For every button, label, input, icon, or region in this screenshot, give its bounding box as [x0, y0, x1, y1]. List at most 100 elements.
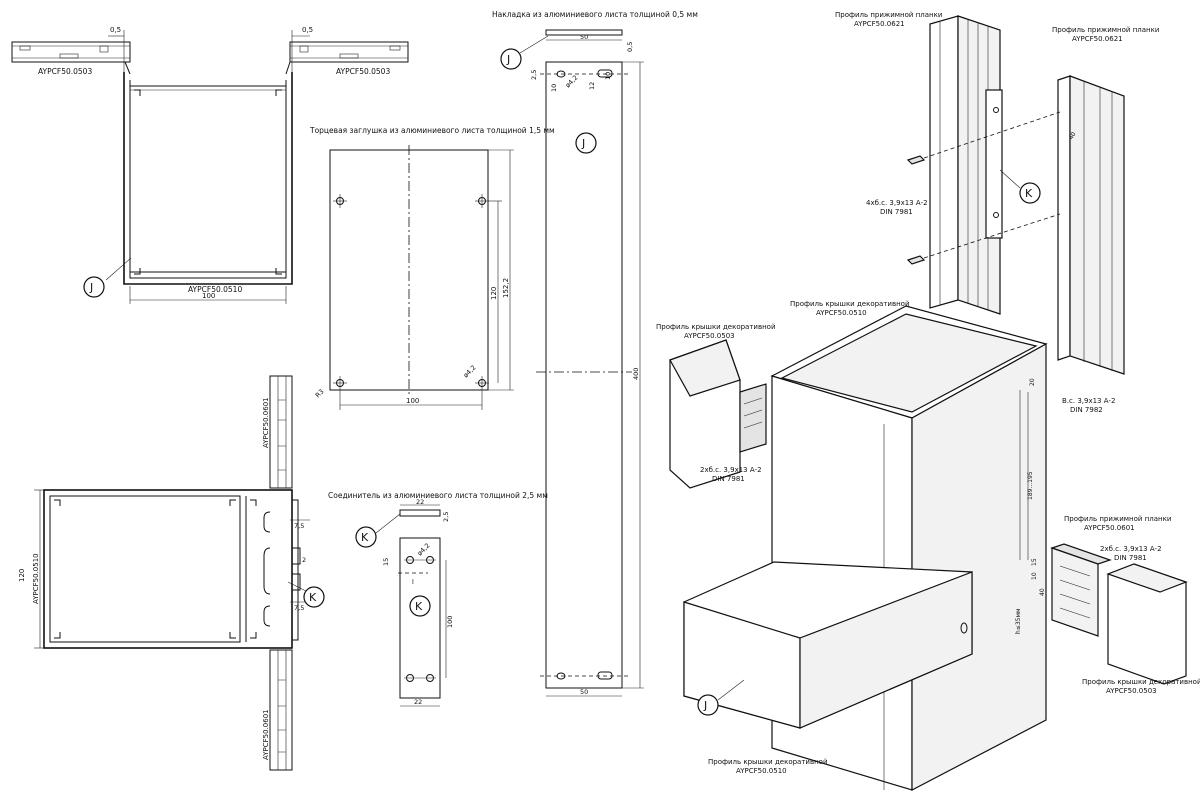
- profile-0621-right: [1057, 75, 1125, 375]
- dim-section-100: 100: [202, 292, 215, 300]
- profile-0601-bottom: [269, 649, 293, 771]
- label-clamp-0621-b: Профиль прижимной планки: [1052, 26, 1159, 34]
- label-clamp-0621-b-code: AYPCF50.0621: [1072, 35, 1123, 43]
- label-deco-0510-top-code: AYPCF50.0510: [816, 309, 867, 317]
- dim-sect-75b: 7,5: [294, 604, 304, 612]
- dim-iso-range: 189...195: [1027, 471, 1034, 500]
- dim-05-left: 0,5: [110, 26, 121, 34]
- overlay-j-iso: [683, 561, 973, 729]
- label-deco-0510-top: Профиль крышки декоративной: [790, 300, 910, 308]
- connector-plate-drawing: Соединитель из алюминиевого листа толщин…: [328, 491, 548, 707]
- code-0510-section: AYPCF50.0510: [188, 285, 242, 294]
- dim-conn-25: 2,5: [442, 512, 450, 522]
- label-clamp-0601: Профиль прижимной планки: [1064, 515, 1171, 523]
- end-cap-plate-drawing: Торцевая заглушка из алюминиевого листа …: [309, 126, 555, 410]
- dim-overlay-50-bottom: 50: [580, 688, 588, 696]
- marker-j4-label: J: [703, 699, 707, 712]
- marker-k4: [1019, 182, 1041, 204]
- label-deco-0503-left: Профиль крышки декоративной: [656, 323, 776, 331]
- code-0601-top: AYPCF50.0601: [262, 397, 270, 448]
- deco-cap-0503-right: [1106, 563, 1188, 685]
- label-screws-2x-right-din: DIN 7981: [1114, 554, 1147, 562]
- label-screw-bc-din: DIN 7982: [1070, 406, 1103, 414]
- profile-0510-section: [123, 72, 293, 285]
- label-deco-0503-right: Профиль крышки декоративной: [1082, 678, 1200, 686]
- label-deco-0503-right-code: AYPCF50.0503: [1106, 687, 1157, 695]
- dim-conn-15: 15: [382, 558, 390, 566]
- dim-overlay-50-top: 50: [580, 33, 588, 41]
- dim-cap-1522: 152,2: [502, 278, 510, 298]
- deco-cap-0503-left: [669, 339, 767, 489]
- marker-k2-label: K: [361, 531, 369, 544]
- connector-k-section: [263, 499, 301, 641]
- top-plan-section: 0,5 0,5 AYPCF50.0503 AYPCF50.0503 AYPCF5…: [11, 26, 409, 304]
- marker-j3: [575, 132, 597, 154]
- dim-cap-hole: ø4,2: [462, 364, 478, 380]
- dim-overlay-hole: ø4,2: [564, 74, 580, 90]
- code-0503-left: AYPCF50.0503: [38, 67, 92, 76]
- dim-overlay-10b: 10: [604, 72, 612, 80]
- marker-j4: [697, 694, 719, 716]
- clamp-0601-right: [1050, 543, 1112, 637]
- dim-conn-hole: ø4,2: [416, 542, 432, 558]
- label-screw-bc: В.с. 3,9x13 А-2: [1062, 397, 1116, 405]
- dim-iso-20: 20: [1029, 378, 1036, 386]
- marker-j1-label: J: [89, 281, 93, 294]
- marker-k4-label: K: [1025, 187, 1033, 200]
- dim-overlay-10a: 10: [550, 84, 558, 92]
- dim-sect-120: 120: [18, 569, 26, 582]
- screw-group-top: [906, 111, 1061, 265]
- marker-k1-label: K: [309, 591, 317, 604]
- profile-0503-right: [285, 41, 409, 75]
- code-0601-bottom: AYPCF50.0601: [262, 709, 270, 760]
- marker-k3: [409, 595, 431, 617]
- bottom-left-section: AYPCF50.0601 AYPCF50.0601 120 AYP: [18, 375, 325, 771]
- label-clamp-0621-a: Профиль прижимной планки: [835, 11, 942, 19]
- label-deco-0510-bottom: Профиль крышки декоративной: [708, 758, 828, 766]
- isometric-assembly: Профиль прижимной планки AYPCF50.0621 Пр…: [656, 11, 1200, 791]
- dim-iso-15: 15: [1031, 558, 1038, 566]
- overlay-strip-drawing: Накладка из алюминиевого листа толщиной …: [492, 10, 698, 697]
- dim-conn-100: 100: [446, 616, 454, 628]
- dim-sect-75a: 7,5: [294, 522, 304, 530]
- profile-0621-left: [929, 15, 1003, 315]
- dim-iso-40a: 40: [1039, 588, 1046, 596]
- cap-plate-title: Торцевая заглушка из алюминиевого листа …: [309, 126, 555, 135]
- marker-j2-label: J: [506, 53, 510, 66]
- label-screws-4x-din: DIN 7981: [880, 208, 913, 216]
- label-screws-2x-right: 2xб.с. 3,9x13 А-2: [1100, 545, 1162, 553]
- marker-j3-label: J: [581, 137, 585, 150]
- profile-0601-top: [269, 375, 293, 489]
- dim-cap-r: R3: [314, 388, 326, 400]
- profile-0510-vertical-section: [43, 489, 293, 649]
- label-screws-2x-left-din: DIN 7981: [712, 475, 745, 483]
- dim-05-right: 0,5: [302, 26, 313, 34]
- label-deco-0503-left-code: AYPCF50.0503: [684, 332, 735, 340]
- dim-iso-h: h≤35мм: [1015, 608, 1022, 634]
- label-deco-0510-bottom-code: AYPCF50.0510: [736, 767, 787, 775]
- connector-title: Соединитель из алюминиевого листа толщин…: [328, 491, 548, 500]
- dim-conn-22-top: 22: [416, 498, 424, 506]
- code-0510-vertical: AYPCF50.0510: [32, 553, 40, 604]
- cap-holes: [333, 194, 489, 390]
- label-clamp-0621-a-code: AYPCF50.0621: [854, 20, 905, 28]
- dim-overlay-25: 2,5: [530, 70, 538, 80]
- code-0503-right: AYPCF50.0503: [336, 67, 390, 76]
- marker-k2: [355, 526, 377, 548]
- label-clamp-0601-code: AYPCF50.0601: [1084, 524, 1135, 532]
- marker-k1: [303, 586, 325, 608]
- marker-j2: [500, 48, 522, 70]
- dim-conn-22-bottom: 22: [414, 698, 422, 706]
- dim-iso-40b: 40: [1068, 131, 1078, 141]
- label-screws-4x: 4xб.с. 3,9x13 А-2: [866, 199, 928, 207]
- dim-cap-120: 120: [490, 287, 498, 300]
- dim-overlay-12: 12: [588, 82, 596, 90]
- dim-conn-l: l: [412, 578, 414, 586]
- dim-overlay-05: 0,5: [626, 42, 634, 52]
- dim-sect-2: 2: [302, 556, 306, 564]
- dim-iso-10: 10: [1031, 572, 1038, 580]
- dim-cap-100: 100: [406, 397, 419, 405]
- dim-overlay-400: 400: [632, 368, 640, 380]
